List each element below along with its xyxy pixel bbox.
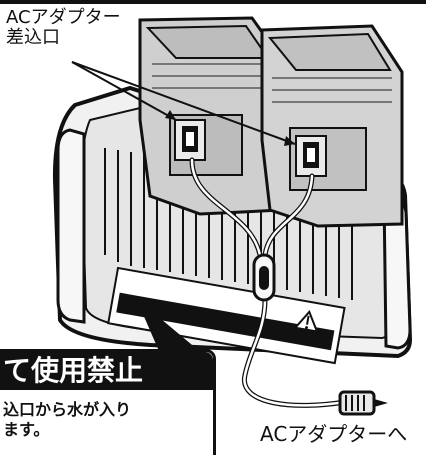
warning-panel: て使用禁止 込口から水が入り ます。 bbox=[0, 349, 216, 455]
warning-line-2: ます。 bbox=[3, 420, 50, 439]
warning-pointer bbox=[136, 298, 210, 365]
callout-ac-adapter: ACアダプターへ bbox=[260, 422, 408, 446]
bracket-left bbox=[56, 128, 86, 324]
arrow-icon bbox=[71, 61, 296, 145]
warning-triangle-icon bbox=[293, 309, 319, 333]
top-border bbox=[0, 0, 426, 4]
unit-warning-label bbox=[107, 266, 346, 365]
warning-title: て使用禁止 bbox=[0, 352, 213, 390]
connector-left bbox=[174, 119, 206, 161]
warning-line-1: 込口から水が入り bbox=[3, 400, 132, 419]
plug-icon bbox=[338, 390, 388, 416]
callout-ac-inlet-line2: 差込口 bbox=[6, 27, 60, 48]
callout-ac-inlet: ACアダプター 差込口 bbox=[6, 8, 121, 48]
connector-right bbox=[295, 135, 327, 177]
warning-body: 込口から水が入り ます。 bbox=[3, 400, 131, 440]
adapter-housing-right bbox=[260, 24, 404, 228]
callout-ac-inlet-line1: ACアダプター bbox=[6, 7, 121, 28]
